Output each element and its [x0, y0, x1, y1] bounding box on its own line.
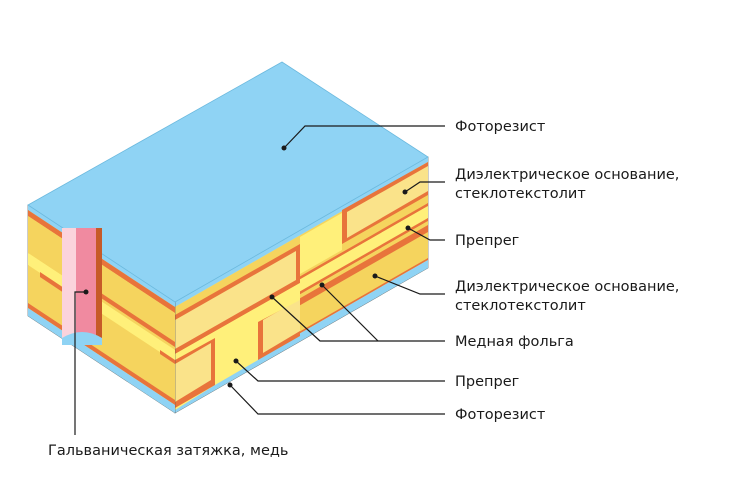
label-dielectric-top-line1: Диэлектрическое основание, — [455, 167, 679, 183]
label-dielectric-top-line2: стеклотекстолит — [455, 186, 586, 202]
labels: Фоторезист Диэлектрическое основание, ст… — [48, 119, 679, 459]
label-plating: Гальваническая затяжка, медь — [48, 443, 288, 459]
top-face-photoresist — [27, 61, 429, 303]
plated-via — [62, 228, 102, 345]
label-copper-foil: Медная фольга — [455, 334, 574, 350]
label-photoresist-top: Фоторезист — [455, 119, 546, 135]
label-prepreg-bottom: Препрег — [455, 374, 519, 390]
leader-lines — [74, 125, 445, 435]
label-prepreg-top: Препрег — [455, 233, 519, 249]
label-dielectric-bottom-line2: стеклотекстолит — [455, 298, 586, 314]
label-photoresist-bottom: Фоторезист — [455, 407, 546, 423]
label-dielectric-bottom-line1: Диэлектрическое основание, — [455, 279, 679, 295]
right-face — [174, 156, 429, 414]
